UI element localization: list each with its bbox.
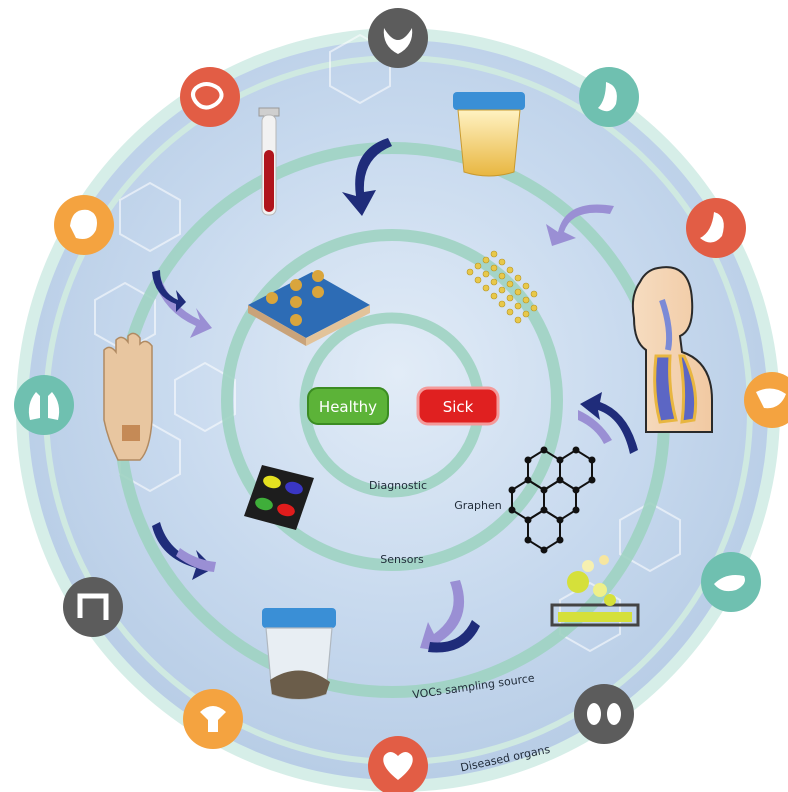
stool-cup-icon — [262, 608, 336, 700]
pancreas-icon — [701, 552, 761, 612]
healthy-pill: Healthy — [307, 387, 389, 425]
stomach-icon — [579, 67, 639, 127]
nanoparticle-array-icon — [466, 250, 538, 324]
brain-icon — [54, 195, 114, 255]
gas-bubbles-icon — [550, 555, 640, 627]
graphen-label: Graphen — [454, 499, 502, 512]
colon-icon — [63, 577, 123, 637]
liver-icon — [744, 372, 788, 428]
sick-label: Sick — [443, 398, 474, 416]
graphene-icon — [508, 446, 596, 554]
stomach-icon — [686, 198, 746, 258]
skin-hand-icon — [103, 332, 153, 461]
heart-icon — [368, 736, 428, 792]
cycle-arrows — [152, 138, 638, 653]
kidneys-icon — [574, 684, 634, 744]
intestine-icon — [180, 67, 240, 127]
colorimetric-array-icon — [244, 465, 314, 530]
urine-cup-icon — [453, 92, 525, 177]
sensors-ring-label: Sensors — [380, 553, 424, 566]
lungs-icon — [14, 375, 74, 435]
healthy-label: Healthy — [319, 398, 377, 416]
breath-person-icon — [631, 266, 713, 433]
blood-tube-icon — [258, 107, 280, 216]
chip-sensor-icon — [248, 270, 370, 346]
bladder-icon — [368, 8, 428, 68]
sick-pill: Sick — [416, 386, 500, 426]
uterus-icon — [183, 689, 243, 749]
diagnostic-ring-label: Diagnostic — [369, 479, 427, 492]
organ-icons — [14, 8, 788, 792]
